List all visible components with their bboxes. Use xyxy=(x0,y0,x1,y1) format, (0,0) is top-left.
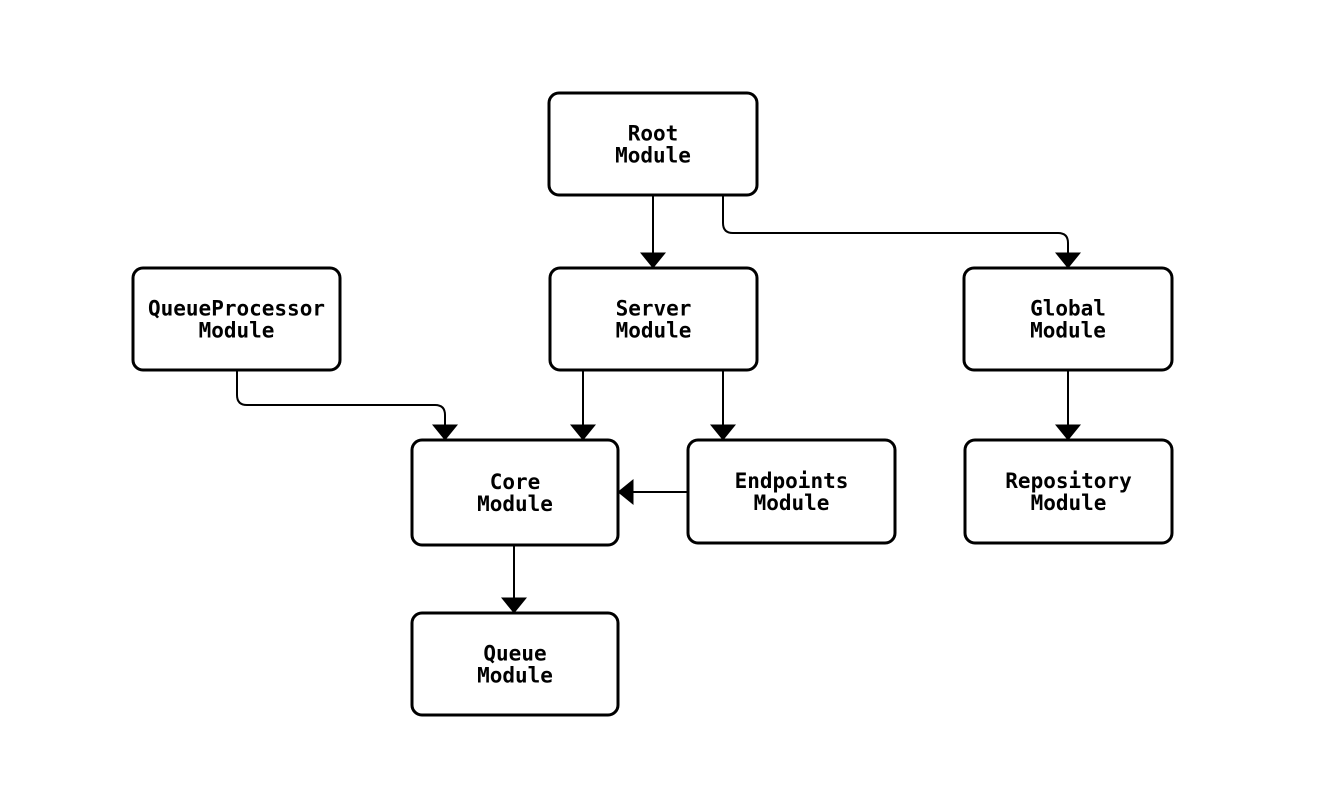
node-box-global xyxy=(962,266,1174,372)
node-box-root xyxy=(547,91,759,197)
edges-layer xyxy=(236,195,1081,614)
node-box-queue xyxy=(410,611,620,717)
node-box-repository xyxy=(963,438,1174,545)
node-box-queueprocessor xyxy=(131,266,342,372)
edge-queueprocessor-to-core xyxy=(236,370,458,441)
node-box-server xyxy=(548,266,759,372)
node-box-endpoints xyxy=(686,438,897,545)
edge-root-to-global xyxy=(722,195,1081,269)
node-box-core xyxy=(410,438,620,547)
